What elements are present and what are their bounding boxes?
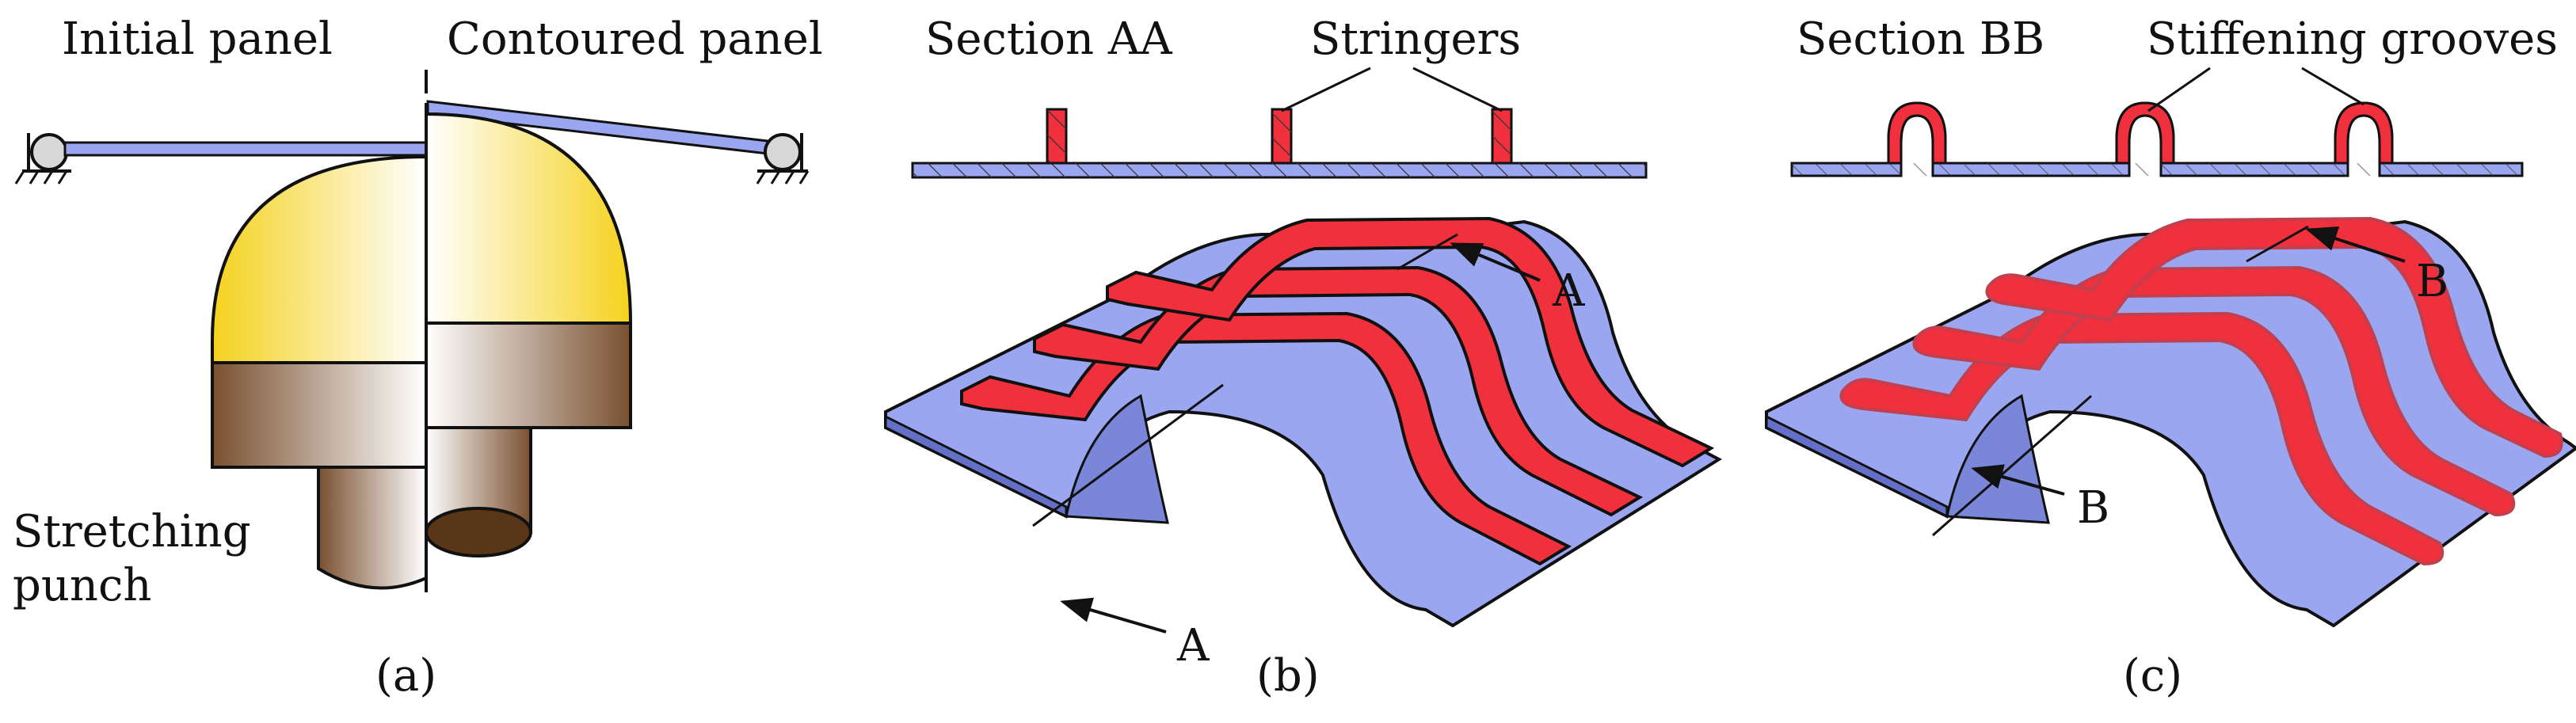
section-bb <box>1790 67 2524 177</box>
section-aa-label: Section AA <box>925 13 1172 65</box>
stringer-3d-3 <box>1106 216 1715 468</box>
left-support <box>14 133 71 185</box>
groove-section-1 <box>1887 101 1947 165</box>
punch-label-line1: Stretching <box>13 506 251 557</box>
panel-a: Initial panel Contoured panel Stretching… <box>13 13 823 702</box>
caption-a: (a) <box>375 650 436 702</box>
arrow-b-top-label: B <box>2416 256 2448 307</box>
punch-left-half <box>211 154 428 590</box>
initial-panel-bar <box>63 141 428 157</box>
arrow-a-bottom-label: A <box>1176 620 1210 672</box>
panel-b: Section AA Stringers A A (b) <box>884 13 1723 702</box>
arrow-a-top-label: A <box>1552 265 1585 317</box>
caption-c: (c) <box>2123 650 2182 702</box>
groove-section-2 <box>2115 101 2175 165</box>
groove-section-3 <box>2334 101 2394 165</box>
right-support <box>756 133 810 185</box>
panel-c: Section BB Stiffening grooves B B (c) <box>1765 13 2576 702</box>
section-aa <box>911 67 1648 179</box>
initial-panel-label: Initial panel <box>62 13 333 65</box>
groove-3d-3 <box>1985 216 2563 459</box>
arrow-b-bottom-label: B <box>2077 482 2109 534</box>
stringers-label: Stringers <box>1310 13 1521 65</box>
punch-label-line2: punch <box>13 560 151 611</box>
panel-3d-grooves <box>1765 216 2576 628</box>
caption-b: (b) <box>1256 650 1320 702</box>
grooves-label: Stiffening grooves <box>2147 13 2558 65</box>
panel-3d-stringers <box>884 216 1723 634</box>
contoured-panel-label: Contoured panel <box>447 13 823 65</box>
punch-right-half <box>425 112 633 557</box>
section-bb-label: Section BB <box>1797 13 2044 65</box>
